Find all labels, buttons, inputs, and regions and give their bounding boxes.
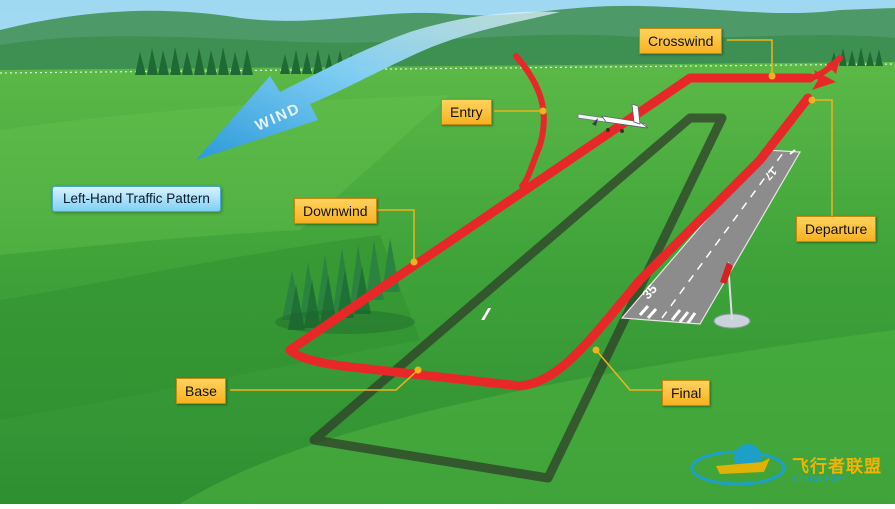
departure-arrowhead xyxy=(826,58,840,74)
label-crosswind: Crosswind xyxy=(639,28,723,54)
watermark-english: China Flier xyxy=(793,474,847,485)
china-flier-logo xyxy=(690,444,786,486)
watermark-chinese: 飞行者联盟 xyxy=(792,457,882,477)
pattern-shadow xyxy=(309,113,727,483)
field-patch-left xyxy=(0,235,420,420)
label-final: Final xyxy=(662,380,711,406)
field-patch-lower xyxy=(180,330,895,504)
label-base: Base xyxy=(176,378,226,404)
label-entry: Entry xyxy=(441,99,492,125)
label-downwind: Downwind xyxy=(294,198,377,224)
pattern-title: Left-Hand Traffic Pattern xyxy=(52,186,221,212)
crosswind-arrowhead xyxy=(812,70,836,90)
leader-dots xyxy=(410,72,816,374)
windsock xyxy=(713,261,751,329)
label-departure: Departure xyxy=(796,216,877,242)
leader-lines xyxy=(230,39,833,391)
field-patch-upper xyxy=(0,95,450,255)
horizon-line xyxy=(0,63,895,74)
wind-arrow xyxy=(196,11,560,161)
airplane-icon xyxy=(577,103,649,133)
